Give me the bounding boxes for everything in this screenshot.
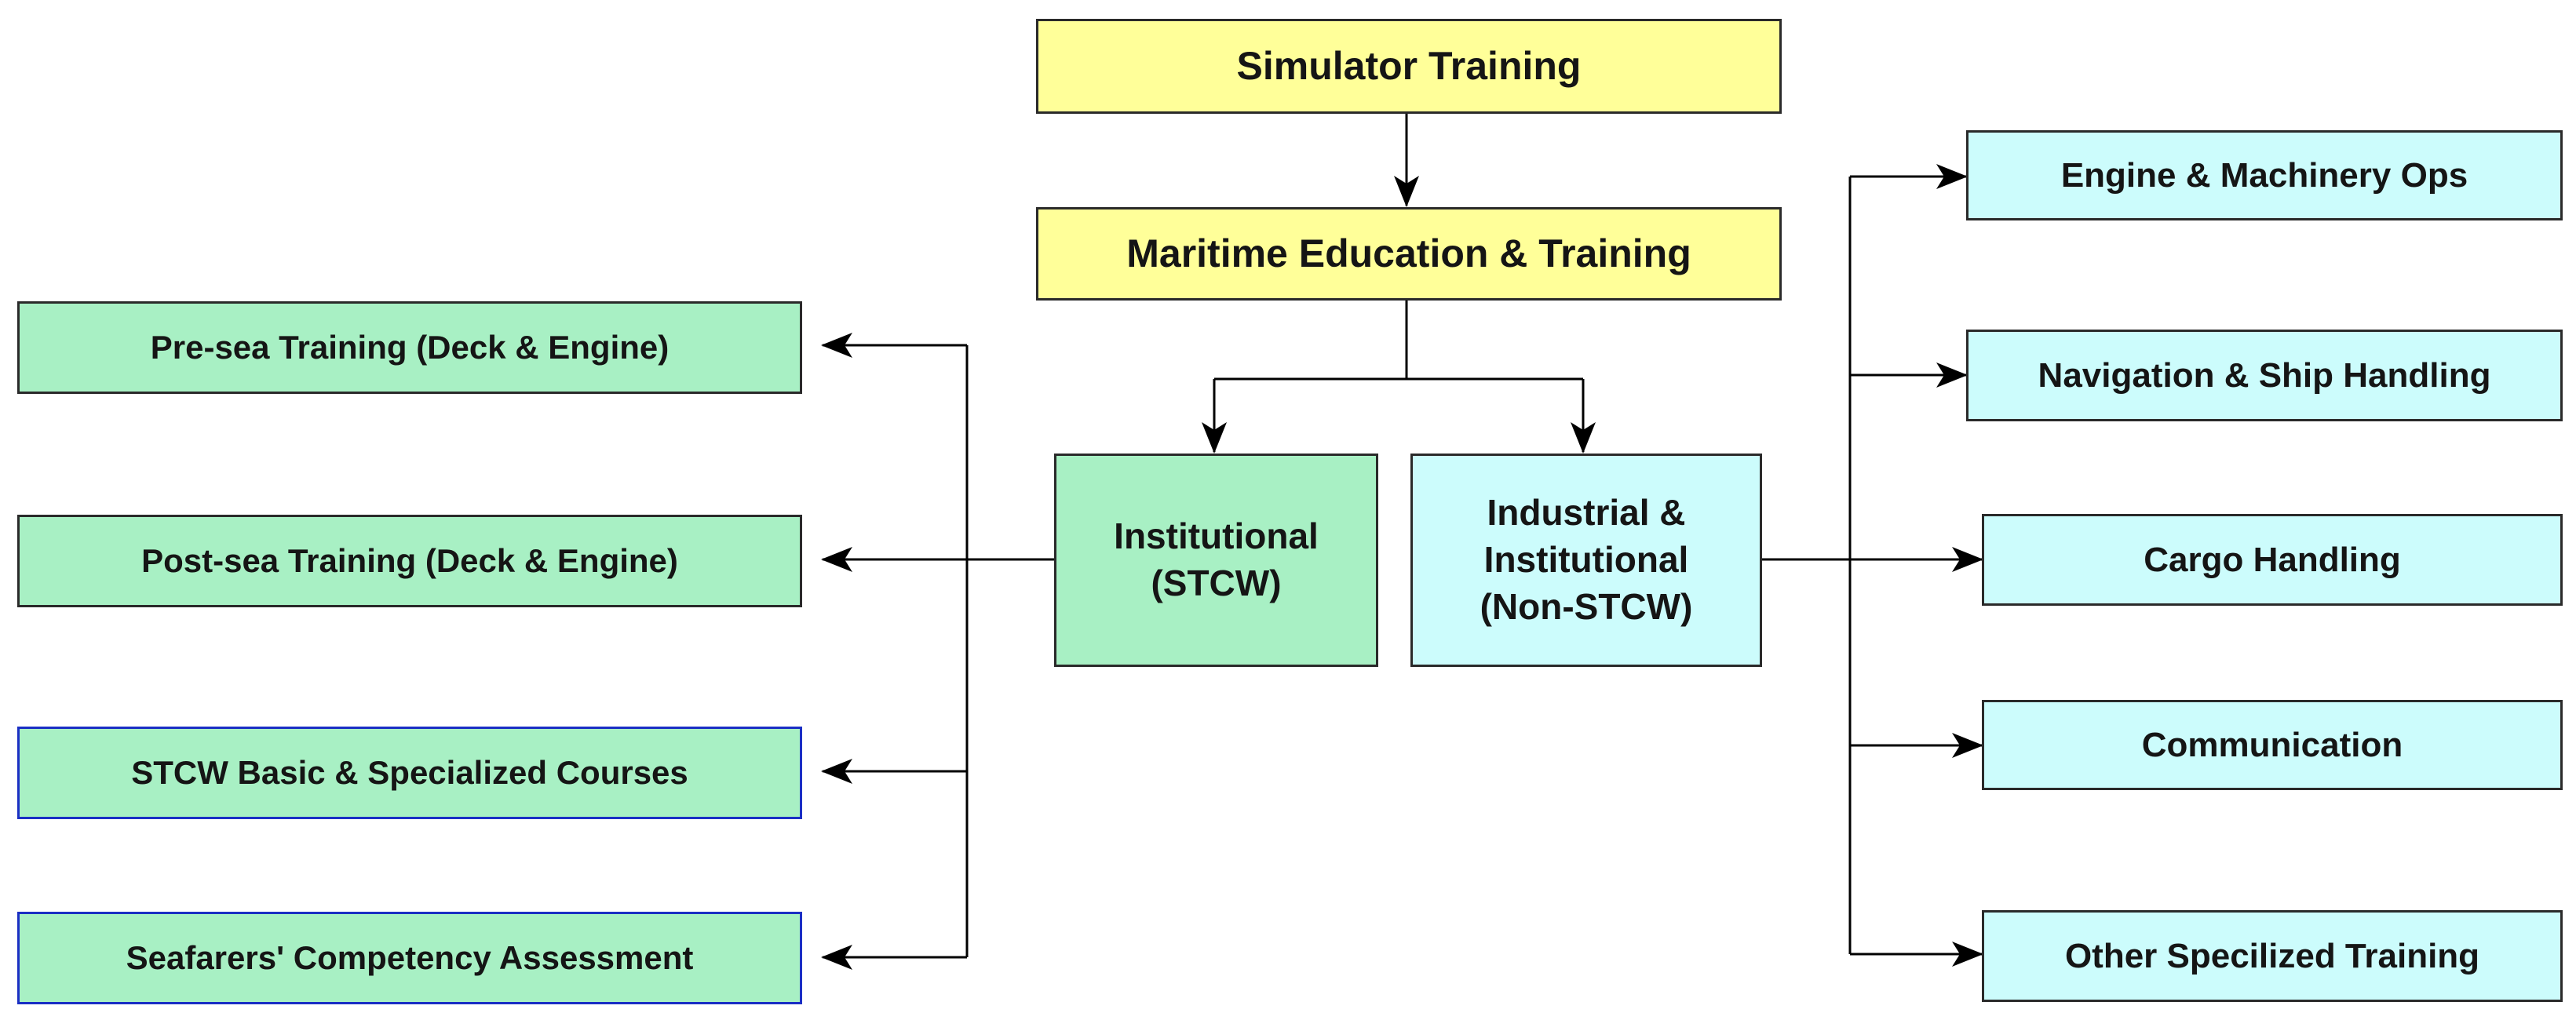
left-item-box: Pre-sea Training (Deck & Engine) [17,301,802,394]
simulator-training-box: Simulator Training [1036,19,1782,114]
industrial-box: Industrial & Institutional (Non-STCW) [1410,454,1762,667]
left-item-label: STCW Basic & Specialized Courses [131,753,688,791]
maritime-education-box: Maritime Education & Training [1036,207,1782,301]
left-item-label: Pre-sea Training (Deck & Engine) [150,328,670,366]
institutional-box: Institutional (STCW) [1054,454,1378,667]
right-item-label: Other Specilized Training [2064,936,2480,975]
left-item-box: Seafarers' Competency Assessment [17,912,802,1004]
left-item-label: Post-sea Training (Deck & Engine) [141,541,678,579]
industrial-label: Industrial & Institutional (Non-STCW) [1480,492,1693,627]
left-item-label: Seafarers' Competency Assessment [126,938,694,976]
institutional-label: Institutional (STCW) [1114,516,1319,603]
right-item-label: Cargo Handling [2144,540,2401,579]
simulator-training-label: Simulator Training [1236,44,1582,88]
right-item-box: Navigation & Ship Handling [1966,330,2563,421]
right-item-box: Engine & Machinery Ops [1966,130,2563,220]
right-item-box: Other Specilized Training [1982,910,2563,1002]
right-item-label: Engine & Machinery Ops [2060,155,2468,195]
maritime-education-label: Maritime Education & Training [1126,231,1691,275]
right-item-label: Communication [2141,725,2403,764]
left-item-box: Post-sea Training (Deck & Engine) [17,515,802,607]
left-item-box: STCW Basic & Specialized Courses [17,727,802,819]
right-item-label: Navigation & Ship Handling [2038,355,2491,395]
right-item-box: Cargo Handling [1982,514,2563,606]
right-item-box: Communication [1982,700,2563,790]
